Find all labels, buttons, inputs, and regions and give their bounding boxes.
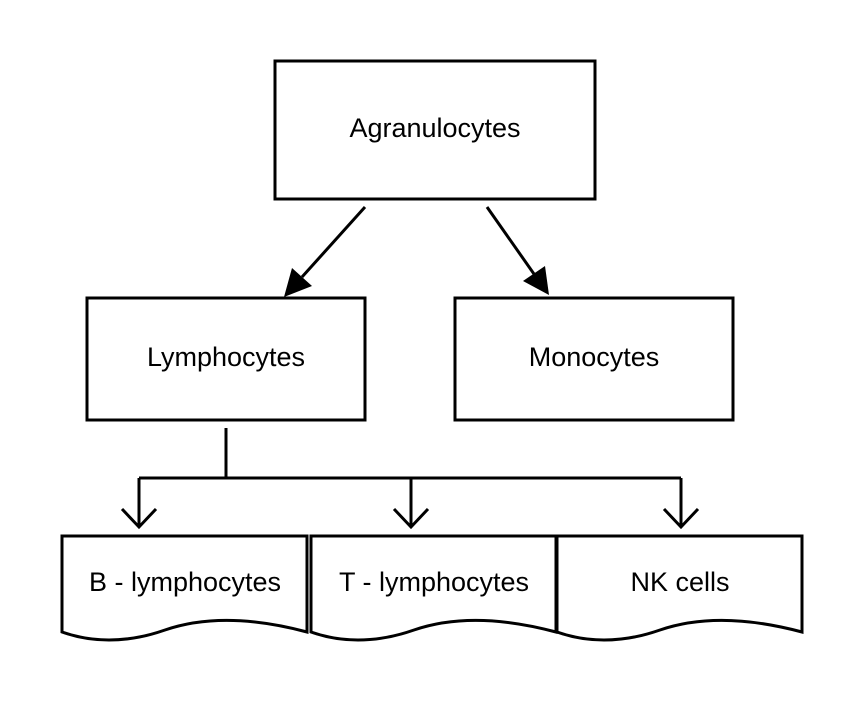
node-lymphocytes-box bbox=[85, 296, 367, 422]
node-nk-cells: NK cells bbox=[555, 534, 804, 642]
node-agranulocytes-label: Agranulocytes bbox=[349, 113, 520, 143]
node-agranulocytes: Agranulocytes bbox=[273, 59, 597, 201]
node-t-lymphocytes-shape bbox=[309, 534, 558, 642]
node-nk-cells-shape bbox=[555, 534, 804, 642]
node-nk-cells-label: NK cells bbox=[630, 567, 729, 597]
node-agranulocytes-box bbox=[273, 59, 597, 201]
node-monocytes-box bbox=[453, 296, 735, 422]
arrow-to-t-lymphocytes bbox=[392, 507, 430, 530]
arrow-to-b-lymphocytes bbox=[120, 507, 158, 530]
node-monocytes: Monocytes bbox=[453, 296, 735, 422]
node-b-lymphocytes-shape bbox=[60, 534, 309, 642]
node-t-lymphocytes: T - lymphocytes bbox=[309, 534, 558, 642]
node-t-lymphocytes-label: T - lymphocytes bbox=[339, 567, 529, 597]
node-b-lymphocytes-label: B - lymphocytes bbox=[89, 567, 281, 597]
node-lymphocytes-label: Lymphocytes bbox=[147, 342, 305, 372]
arrow-agranulocytes-to-lymphocytes bbox=[284, 205, 367, 297]
arrow-to-nk-cells bbox=[662, 507, 700, 530]
branch-connector-lymphocytes bbox=[137, 428, 683, 527]
node-lymphocytes: Lymphocytes bbox=[85, 296, 367, 422]
node-b-lymphocytes: B - lymphocytes bbox=[60, 534, 309, 642]
arrow-agranulocytes-to-monocytes bbox=[485, 206, 549, 295]
node-monocytes-label: Monocytes bbox=[529, 342, 660, 372]
